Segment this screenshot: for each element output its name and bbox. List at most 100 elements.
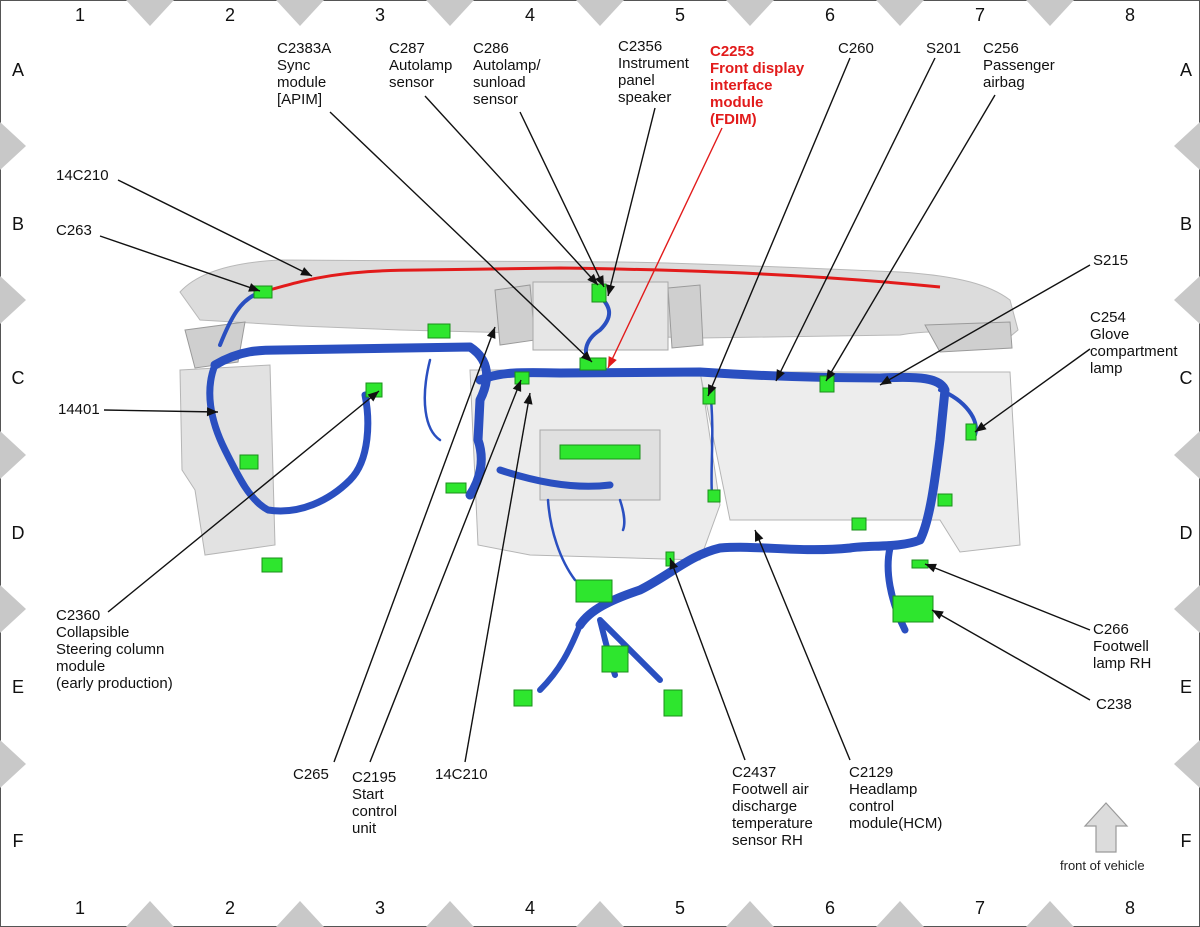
leader-c265-line [333,326,496,763]
grid-row-b-right: B [1179,214,1192,234]
connector-blocks [239,283,977,717]
callout-c286: C286 Autolamp/ sunload sensor [473,40,541,108]
leader-14c210-bottom-arrowhead [523,393,533,405]
grid-col-7-bottom: 7 [974,898,985,918]
dash-center-vent-right [667,284,704,349]
border-marker-right-4 [1174,585,1200,633]
border-marker-left-2 [0,276,26,324]
connector-c238 [892,595,934,623]
dash-center-vent-left [494,284,536,346]
callout-c2253-fdim: C2253 Front display interface module (FD… [710,43,805,128]
leader-14c210-top [117,179,313,277]
leader-c265-arrowhead [486,327,496,339]
leader-c263-line [99,235,261,292]
callout-c266: C266 Footwell lamp RH [1093,621,1152,672]
grid-col-2-top: 2 [224,5,235,25]
callout-c238: C238 [1096,696,1132,713]
border-marker-left-4 [0,585,26,633]
border-marker-bottom-5 [726,901,774,927]
leader-s201-arrowhead [776,369,785,381]
callout-c287: C287 Autolamp sensor [389,40,453,91]
callout-c2383a: C2383A Sync module [APIM] [277,40,332,108]
leader-14c210-top-line [117,179,313,277]
callout-14c210-bottom: 14C210 [435,766,488,783]
leader-s215 [879,264,1091,386]
grid-col-8-top: 8 [1124,5,1135,25]
grid-col-6-top: 6 [824,5,835,25]
leader-c287 [424,95,599,286]
leader-c260-arrowhead [708,384,717,396]
connector-c2383a [579,357,607,371]
connector-c263 [253,285,273,299]
leader-c256-arrowhead [826,369,836,381]
grid-col-5-top: 5 [674,5,685,25]
leader-14401-arrowhead [206,407,218,417]
border-marker-top-4 [576,0,624,26]
leader-c2253 [607,127,723,369]
connector-left-1 [239,454,259,470]
leader-c2383a-line [329,111,593,363]
connector-foot-2 [601,645,629,673]
leader-c2360 [107,390,380,613]
harness-left-loop [206,361,372,515]
callout-14c210-top: 14C210 [56,167,109,184]
leader-14401 [103,407,219,417]
leader-c256-line [825,94,996,382]
connector-center-2 [445,482,467,494]
leader-c2356-line [607,107,656,297]
connector-left-2 [261,557,283,573]
leader-c254-line [974,348,1091,433]
leader-c2129-line [754,529,851,761]
front-of-vehicle-arrow [1083,802,1129,853]
border-marker-top-7 [1026,0,1074,26]
grid-col-7-top: 7 [974,5,985,25]
grid-row-a-right: A [1179,60,1192,80]
connector-center-1 [559,444,641,460]
leader-c2356 [606,107,656,297]
grid-row-f-right: F [1180,831,1192,851]
dash-lower-console [539,429,661,501]
grid-col-4-top: 4 [524,5,535,25]
leader-c2383a [329,111,593,363]
leader-c286-arrowhead [595,275,604,287]
border-marker-bottom-1 [126,901,174,927]
callout-c265: C265 [293,766,329,783]
connector-c2356 [591,283,607,303]
border-marker-top-1 [126,0,174,26]
callout-c2437: C2437 Footwell air discharge temperature… [732,764,813,849]
leader-c2129-arrowhead [755,530,764,542]
connector-foot-1 [575,579,613,603]
border-marker-right-1 [1174,122,1200,170]
leader-c266-line [924,563,1091,631]
leader-14c210-bottom-line [464,392,531,763]
grid-col-3-bottom: 3 [374,898,385,918]
connector-foot-3 [513,689,533,707]
harness-center-wires [423,358,714,582]
leader-c2195 [369,379,522,763]
connector-right-2 [851,517,867,531]
leader-c2195-line [369,379,522,763]
leader-c265 [333,326,496,763]
callout-c260: C260 [838,40,874,57]
leader-c263-arrowhead [248,283,260,292]
callout-c254: C254 Glove compartment lamp [1090,309,1178,377]
leader-c2383a-arrowhead [580,351,592,362]
callout-c263: C263 [56,222,92,239]
leader-s215-line [879,264,1091,386]
callout-c256: C256 Passenger airbag [983,40,1055,91]
border-marker-bottom-7 [1026,901,1074,927]
leader-c266 [924,563,1091,631]
connector-right-3 [707,489,721,503]
leader-c238-line [931,609,1091,701]
leader-s201-line [775,57,936,382]
grid-col-3-top: 3 [374,5,385,25]
callout-s201: S201 [926,40,962,57]
callout-c2195: C2195 Start control unit [352,769,398,837]
leader-c263 [99,235,261,292]
leader-c287-line [424,95,599,286]
harness-main-trunk [210,342,492,500]
leader-c2356-arrowhead [606,284,616,296]
leader-c256 [825,94,996,382]
